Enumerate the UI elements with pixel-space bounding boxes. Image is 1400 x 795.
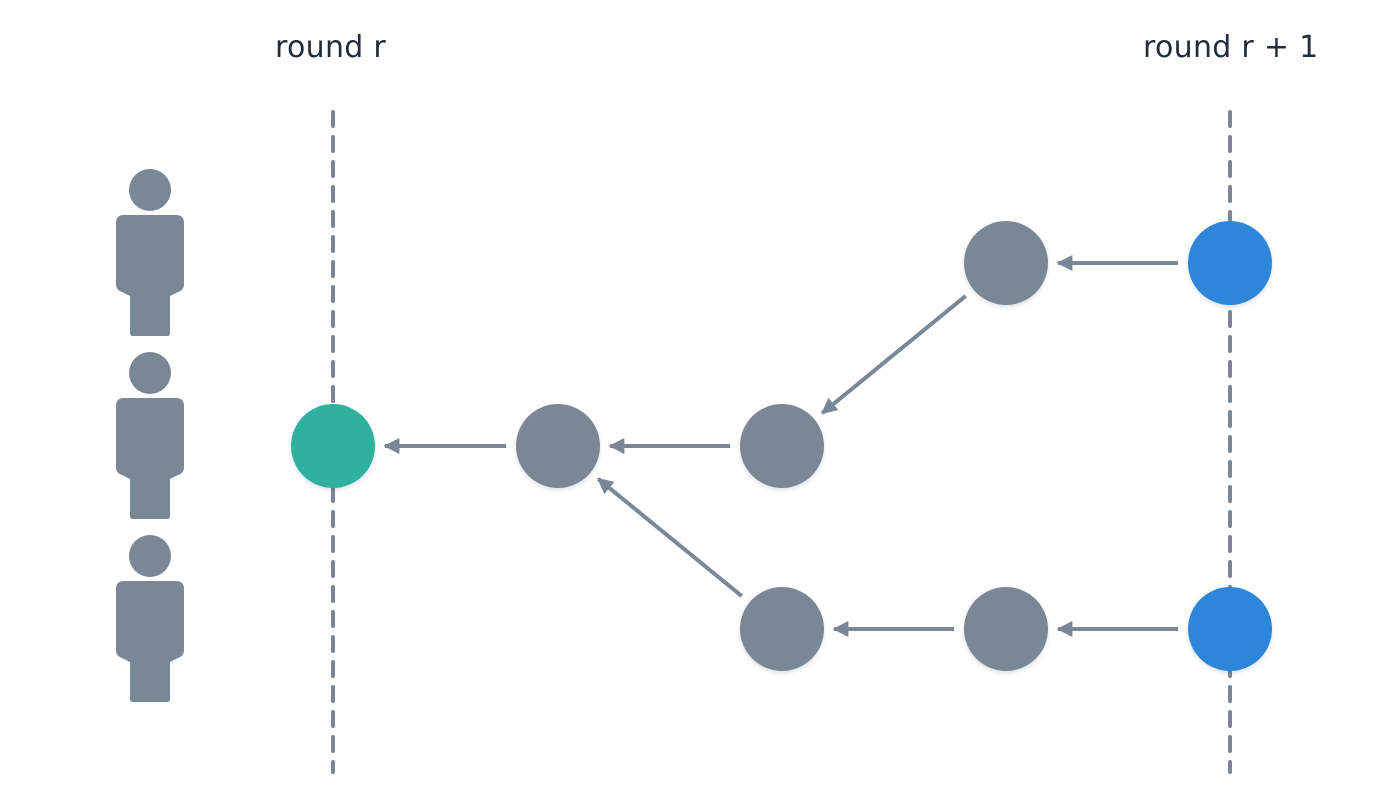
node-blue-top (1188, 221, 1272, 305)
node-g5 (964, 587, 1048, 671)
user-icon (116, 169, 184, 336)
user-icon (116, 535, 184, 702)
edge-g4-to-g1 (597, 477, 743, 598)
round-r-plus-1-label: round r + 1 (1143, 30, 1319, 65)
node-blue-bottom (1188, 587, 1272, 671)
node-green (291, 404, 375, 488)
node-g1 (516, 404, 600, 488)
edge-g3-to-g2 (821, 294, 967, 415)
round-r-label: round r (275, 30, 387, 65)
node-g3 (964, 221, 1048, 305)
node-g2 (740, 404, 824, 488)
edges-layer (383, 255, 1178, 637)
user-icon (116, 352, 184, 519)
node-g4 (740, 587, 824, 671)
nodes-layer (291, 221, 1272, 671)
